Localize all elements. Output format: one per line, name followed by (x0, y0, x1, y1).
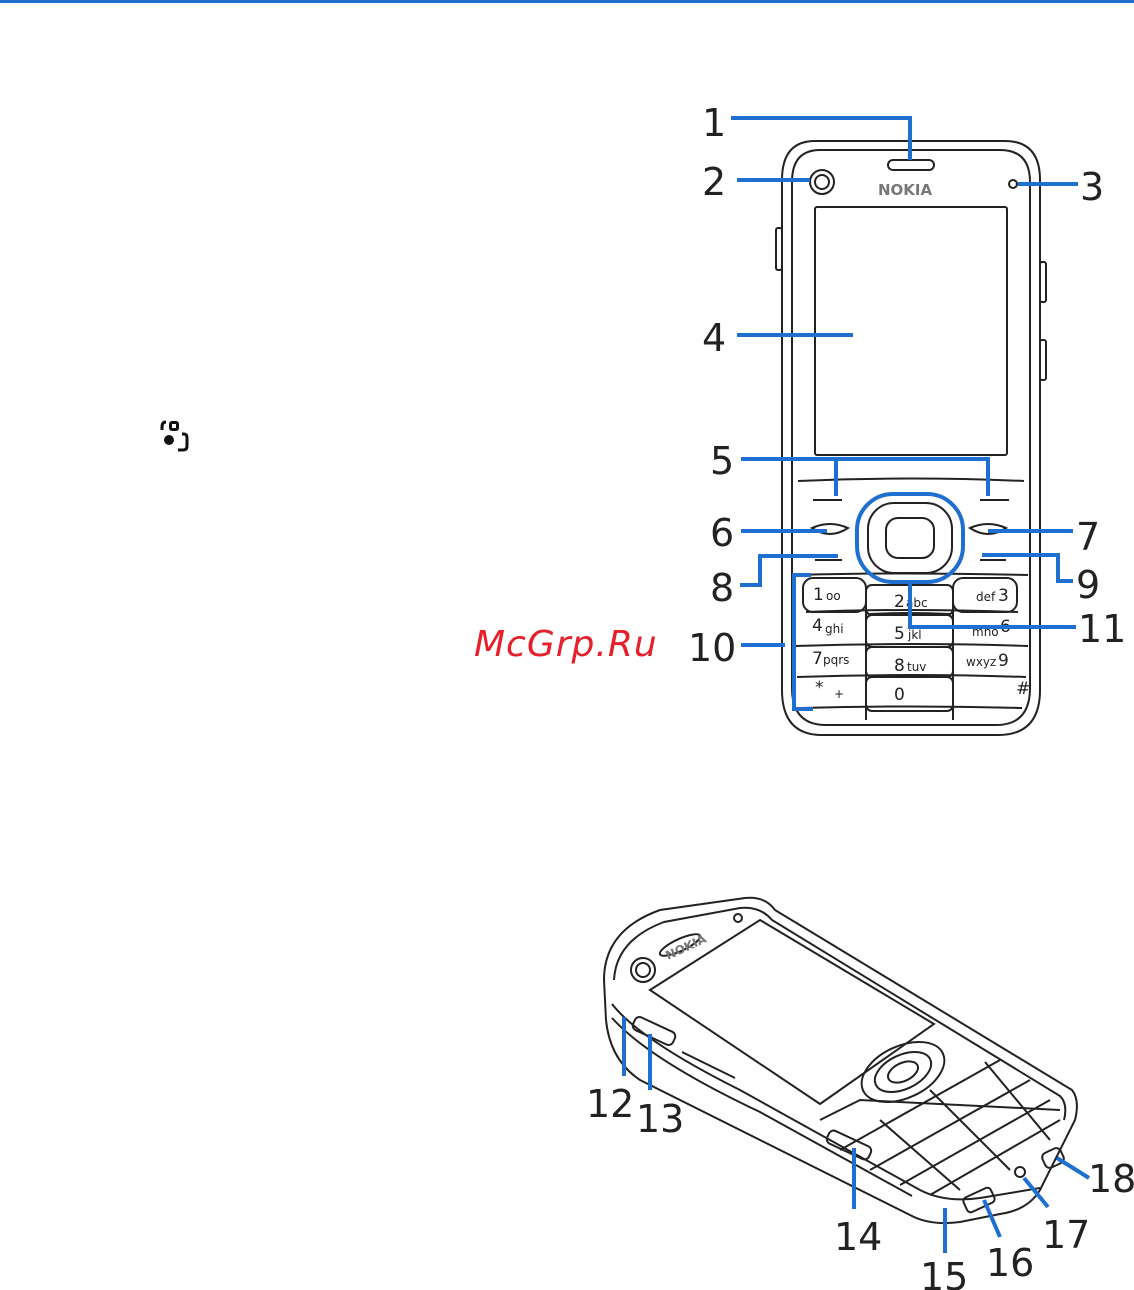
leader-18 (1057, 1158, 1089, 1178)
callout-7: 7 (1076, 515, 1100, 559)
key-9-letters: wxyz (966, 655, 996, 669)
callout-5: 5 (710, 439, 734, 483)
av-port (1041, 1147, 1066, 1170)
key-3-digit: 3 (998, 586, 1009, 606)
callout-3: 3 (1080, 165, 1104, 209)
leader-5 (741, 459, 988, 496)
side-key-left (776, 228, 782, 270)
key-3-letters: def (976, 590, 996, 604)
navi-key-ring (868, 503, 952, 573)
key-8-letters: tuv (907, 660, 926, 674)
callout-8: 8 (710, 566, 734, 610)
display (815, 207, 1007, 455)
leader-11 (910, 582, 1076, 627)
side-key-right-2 (1040, 340, 1046, 380)
callout-11: 11 (1078, 607, 1126, 651)
key-7-letters: pqrs (823, 653, 849, 667)
earpiece (888, 160, 934, 170)
navi-key-center (886, 518, 934, 558)
key-8-digit: 8 (894, 656, 905, 676)
front-camera (810, 170, 834, 194)
light-sensor (1009, 180, 1017, 188)
key-0-digit: 0 (894, 685, 905, 705)
key-9-digit: 9 (998, 651, 1009, 671)
key-1-letters: oo (826, 589, 841, 603)
key-4-digit: 4 (812, 616, 823, 636)
callout-6: 6 (710, 511, 734, 555)
callout-12: 12 (586, 1082, 634, 1126)
callout-14: 14 (834, 1215, 882, 1259)
key-star-letters: + (834, 687, 844, 701)
navi-key-outer (857, 494, 963, 582)
key-2-digit: 2 (894, 592, 905, 612)
side-key-right-1 (1040, 262, 1046, 302)
brand-logo: NOKIA (878, 181, 933, 199)
key-5-digit: 5 (894, 624, 905, 644)
phone-front (776, 141, 1046, 735)
callout-2: 2 (702, 160, 726, 204)
callout-15: 15 (920, 1255, 968, 1290)
callout-13: 13 (636, 1097, 684, 1141)
leader-11-ring (857, 494, 963, 582)
leader-1 (731, 118, 910, 160)
callout-numbers: 1 2 3 4 5 6 7 8 9 10 11 12 13 14 15 16 1… (586, 101, 1134, 1290)
key-1-digit: 1 (813, 585, 824, 605)
callout-4: 4 (702, 316, 726, 360)
angled-camera (631, 958, 655, 982)
key-5-letters: jkl (907, 628, 922, 642)
callout-16: 16 (986, 1241, 1034, 1285)
key-4-letters: ghi (825, 622, 844, 636)
charger-port (1015, 1167, 1025, 1177)
key-star-digit: * (815, 678, 824, 698)
callout-1: 1 (702, 101, 726, 145)
callout-18: 18 (1088, 1157, 1134, 1201)
leader-16 (984, 1200, 1000, 1237)
key-7-digit: 7 (812, 649, 823, 669)
callout-9: 9 (1076, 563, 1100, 607)
callout-17: 17 (1042, 1213, 1090, 1257)
key-hash-digit: # (1016, 679, 1030, 699)
callout-10: 10 (688, 626, 736, 670)
